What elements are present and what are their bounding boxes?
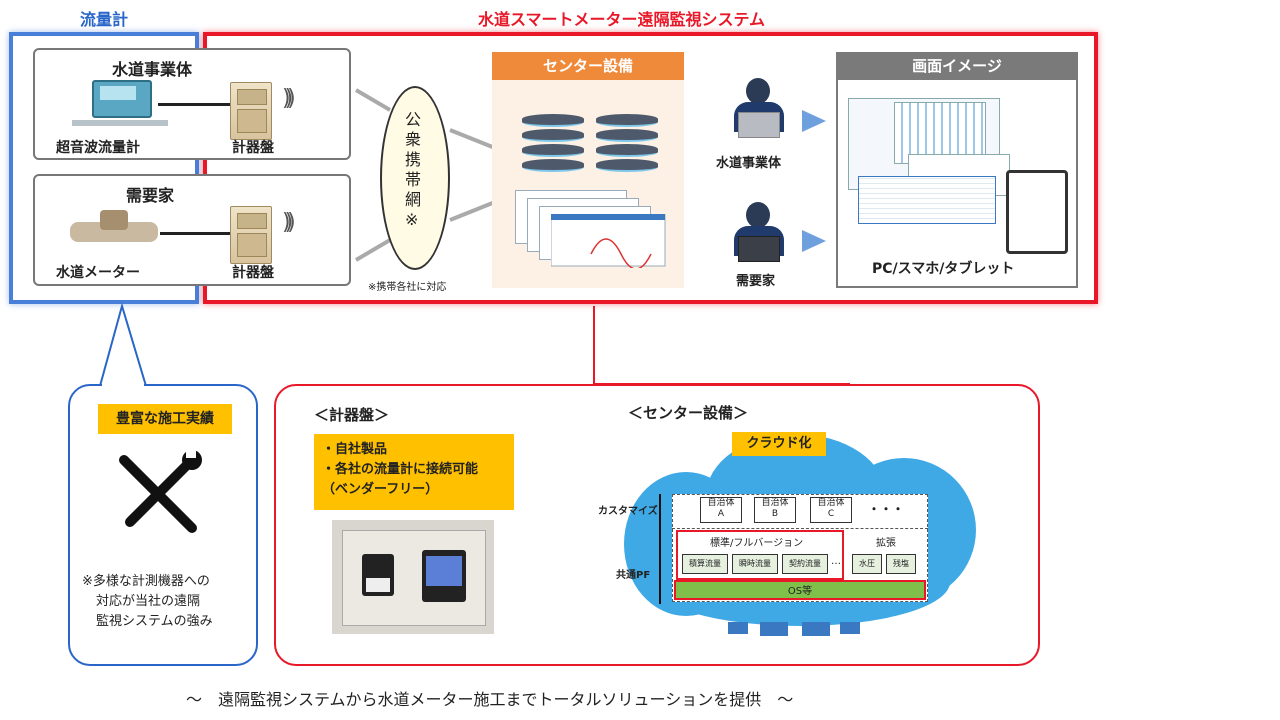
ultrasonic-meter-image bbox=[72, 80, 168, 128]
footer-text: ～ 遠隔監視システムから水道メーター施工までトータルソリューションを提供 ～ bbox=[186, 690, 794, 709]
system-frame bbox=[203, 32, 1098, 304]
arrow-right-icon bbox=[802, 230, 826, 252]
municipality-ellipsis: ・・・ bbox=[868, 502, 905, 516]
wireless-icon: ))) bbox=[282, 86, 296, 111]
screen-image-title: 画面イメージ bbox=[836, 52, 1078, 80]
panel-photo bbox=[332, 520, 494, 634]
consumer-user-label: 需要家 bbox=[736, 274, 776, 289]
left-callout-note-line1: ※多様な計測機器への bbox=[82, 574, 210, 589]
os-bar: OS等 bbox=[674, 580, 926, 600]
device-network-icons bbox=[728, 604, 860, 636]
track-record-tag: 豊富な施工実績 bbox=[98, 404, 232, 434]
left-callout-mask bbox=[102, 382, 144, 388]
meter-panel-image bbox=[230, 206, 272, 264]
panel-point: ・自社製品 bbox=[322, 442, 388, 457]
consumer-box-title: 需要家 bbox=[126, 186, 175, 205]
standard-item: 積算流量 bbox=[682, 554, 728, 574]
database-icon bbox=[522, 114, 584, 174]
extension-label: 拡張 bbox=[876, 538, 896, 549]
connector-line bbox=[160, 232, 230, 235]
standard-item: 瞬時流量 bbox=[732, 554, 778, 574]
public-network-ellipse bbox=[380, 86, 450, 270]
consumer-user-icon bbox=[728, 202, 792, 262]
extension-item: 水圧 bbox=[852, 554, 882, 574]
screen-stack-image bbox=[515, 190, 666, 270]
panel-heading: ＜計器盤＞ bbox=[314, 406, 390, 424]
common-pf-label: 共通PF bbox=[616, 570, 651, 581]
screenshots-collage bbox=[848, 94, 1068, 254]
center-title: センター設備 bbox=[492, 52, 684, 80]
connector-line bbox=[158, 103, 230, 106]
standard-more: … bbox=[831, 556, 841, 567]
left-callout-note-line2: 対応が当社の遠隔 bbox=[96, 594, 201, 609]
panel-features: ・自社製品 ・各社の流量計に接続可能 （ベンダーフリー） bbox=[314, 434, 514, 510]
center-heading: ＜センター設備＞ bbox=[628, 404, 749, 422]
standard-item: 契約流量 bbox=[782, 554, 828, 574]
flowmeter-frame bbox=[9, 32, 199, 304]
water-meter-image bbox=[70, 210, 158, 254]
consumer-box bbox=[33, 174, 351, 286]
utility-panel-label: 計器盤 bbox=[232, 140, 274, 156]
water-meter-label: 水道メーター bbox=[56, 265, 140, 281]
flowmeter-title: 流量計 bbox=[80, 10, 129, 29]
standard-version-label: 標準/フルバージョン bbox=[710, 538, 804, 549]
extension-item: 残塩 bbox=[886, 554, 916, 574]
cloud-tag: クラウド化 bbox=[732, 432, 826, 456]
scale-bracket bbox=[659, 494, 661, 604]
panel-point: ・各社の流量計に接続可能 bbox=[322, 462, 479, 477]
meter-panel-image bbox=[230, 82, 272, 140]
standard-version-box bbox=[676, 530, 844, 580]
utility-user-label: 水道事業体 bbox=[716, 156, 782, 171]
public-network-label: 公衆携帯網※ bbox=[405, 110, 422, 229]
arrow-right-icon bbox=[802, 110, 826, 132]
system-title: 水道スマートメーター遠隔監視システム bbox=[478, 10, 766, 29]
network-lines bbox=[354, 88, 501, 262]
consumer-panel-label: 計器盤 bbox=[232, 265, 274, 281]
wireless-icon: ))) bbox=[282, 210, 296, 235]
customize-label: カスタマイズ bbox=[598, 506, 658, 517]
panel-point: （ベンダーフリー） bbox=[322, 482, 439, 497]
ultrasonic-meter-label: 超音波流量計 bbox=[56, 140, 140, 156]
left-callout-note-line3: 監視システムの強み bbox=[96, 614, 213, 629]
customize-divider bbox=[672, 528, 928, 529]
utility-box-title: 水道事業体 bbox=[112, 60, 193, 79]
tools-icon bbox=[119, 450, 202, 533]
database-icon bbox=[596, 114, 658, 174]
devices-label: PC/スマホ/タブレット bbox=[872, 261, 1015, 277]
network-note: ※携帯各社に対応 bbox=[368, 282, 447, 293]
utility-user-icon bbox=[728, 78, 792, 138]
